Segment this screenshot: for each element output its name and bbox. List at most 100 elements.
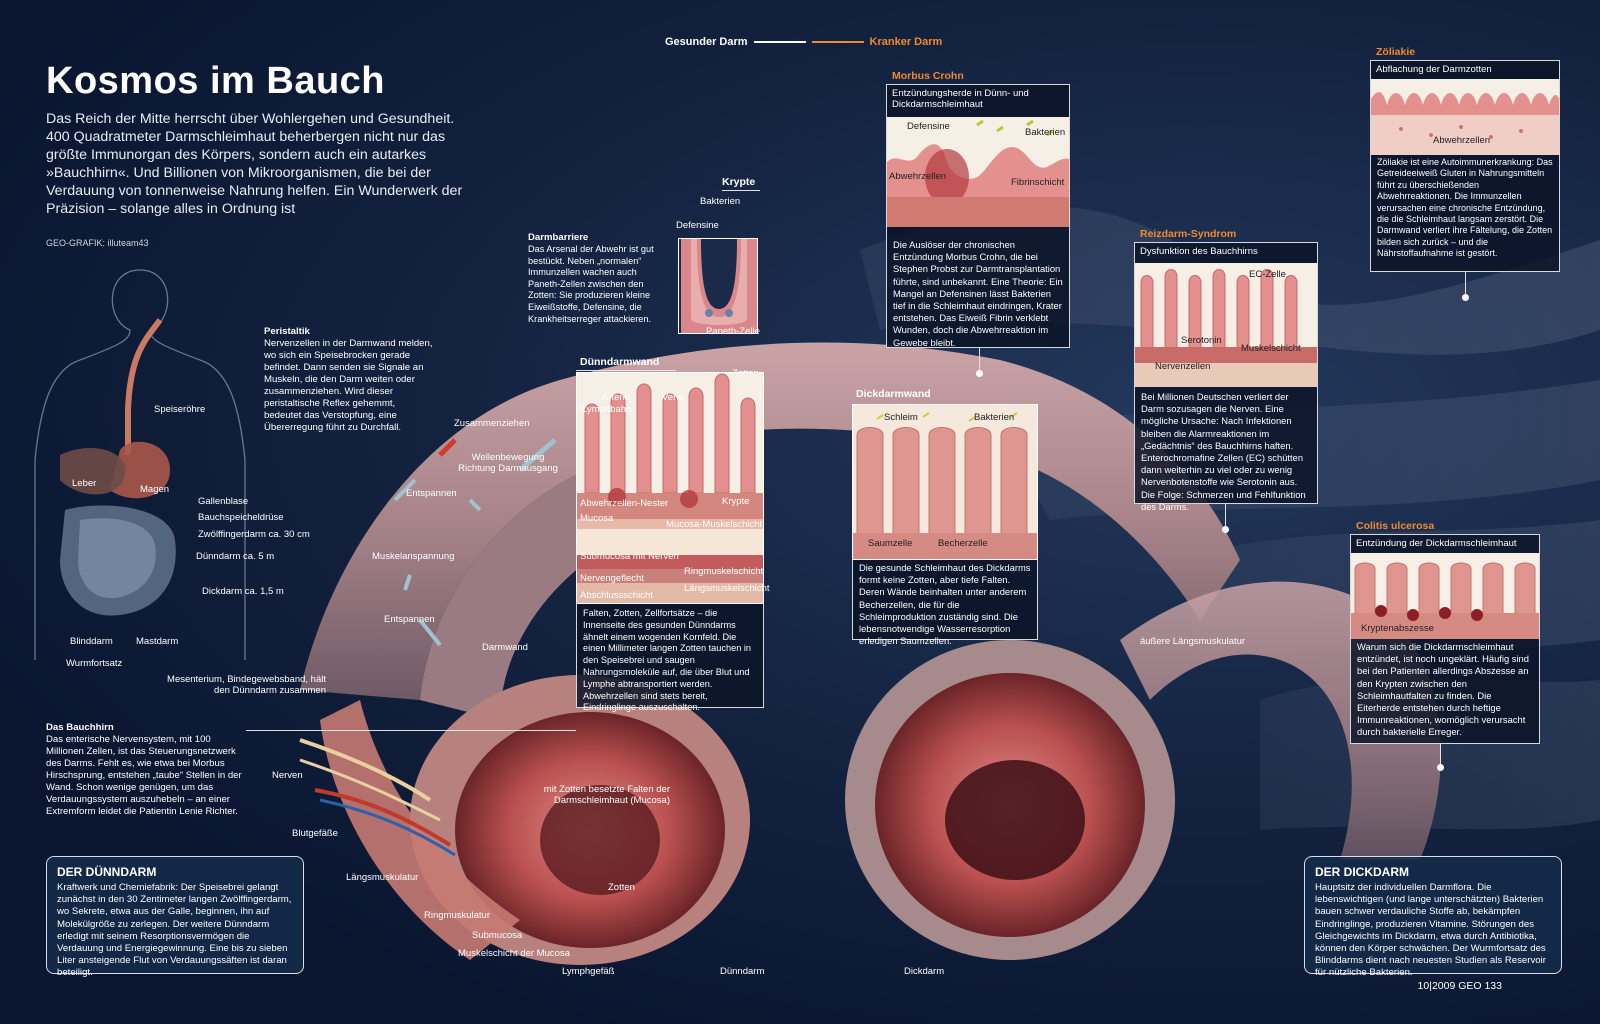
colitis-text: Warum sich die Dickdarmschleimhaut entzü…: [1357, 641, 1529, 738]
reizdarm-label-serotonin: Serotonin: [1181, 335, 1222, 346]
body-outline-illustration: [34, 269, 246, 660]
duenndarmwand-label-laengsmuskel: Längsmuskelschicht: [684, 583, 770, 594]
morbus-crohn-image: [887, 117, 1069, 227]
colitis-image: [1351, 553, 1539, 639]
label-dickdarm: Dickdarm ca. 1,5 m: [202, 586, 284, 597]
colitis-label-krypten: Kryptenabszesse: [1361, 623, 1434, 634]
colitis-pointer-dot: [1437, 764, 1444, 771]
page-title: Kosmos im Bauch: [46, 60, 386, 102]
duenndarmwand-label-lymphbahn: Lymphbahn: [582, 404, 632, 415]
zoeliakie-panel: Abflachung der Darmzotten Abwehrzellen Z…: [1370, 60, 1560, 272]
label-muskelschicht-mucosa: Muskelschicht der Mucosa: [458, 948, 570, 959]
label-wurmfortsatz: Wurmfortsatz: [66, 658, 123, 669]
colitis-sub: Entzündung der Dickdarmschleimhaut: [1356, 538, 1517, 549]
darmbarriere-heading: Darmbarriere: [528, 232, 589, 243]
duenndarmwand-label-nervengeflecht: Nervengeflecht: [580, 573, 644, 584]
legend-healthy-label: Gesunder Darm: [665, 36, 748, 48]
morbus-crohn-heading: Morbus Crohn: [892, 70, 964, 82]
duenndarmwand-label-vene: Vene: [662, 392, 684, 403]
reizdarm-panel: Dysfunktion des Bauchhirns EC-Zelle Sero…: [1134, 242, 1318, 512]
label-nerven: Nerven: [272, 770, 303, 781]
colitis-heading: Colitis ulcerosa: [1356, 520, 1435, 532]
label-laengsmuskulatur: Längsmuskulatur: [346, 872, 419, 883]
duenndarmwand-label-mucosa-muskel: Mucosa-Muskelschicht: [666, 519, 763, 530]
duenndarmwand-image: [576, 372, 764, 604]
dickdarmwand-image: [852, 404, 1038, 560]
krypte-image: [678, 238, 758, 334]
label-bauchspeicheldruese: Bauchspeicheldrüse: [198, 512, 284, 523]
morbus-crohn-label-defensine: Defensine: [907, 121, 950, 132]
legend-sick-line: [811, 41, 864, 43]
credit: GEO-GRAFIK: illuteam43: [46, 238, 149, 248]
label-dickdarm-section: Dickdarm: [904, 966, 945, 977]
label-mastdarm: Mastdarm: [136, 636, 179, 647]
dickdarmwand-label-saumzelle: Saumzelle: [868, 538, 913, 549]
zoeliakie-text: Zöliakie ist eine Autoimmunerkrankung: D…: [1377, 157, 1553, 259]
krypte-label-bakterien: Bakterien: [700, 196, 741, 207]
duenndarmwand-label-krypte: Krypte: [722, 496, 750, 507]
legend: Gesunder Darm Kranker Darm: [665, 36, 942, 48]
colitis-panel: Entzündung der Dickdarmschleimhaut Krypt…: [1350, 534, 1540, 744]
label-leber: Leber: [72, 478, 97, 489]
duenndarmwand-label-mucosa: Mucosa: [580, 513, 614, 524]
reizdarm-label-nervenzellen: Nervenzellen: [1155, 361, 1211, 372]
duenndarmwand-label-nester: Abwehrzellen-Nester: [580, 498, 669, 509]
label-entspannen-1: Entspannen: [406, 488, 457, 499]
morbus-crohn-panel: Entzündungsherde in Dünn- und Dickdarmsc…: [886, 84, 1070, 348]
label-zusammenziehen: Zusammenziehen: [454, 418, 530, 429]
duenndarm-info-box: DER DÜNNDARM Kraftwerk und Chemiefabrik:…: [46, 856, 304, 978]
dickdarmwand-label-becherzelle: Becherzelle: [938, 538, 988, 549]
dickdarmwand-label-bakterien: Bakterien: [974, 412, 1015, 423]
duenndarmwand-heading-line: [576, 370, 676, 371]
dickdarmwand-text-panel: Die gesunde Schleimhaut des Dickdarms fo…: [852, 560, 1038, 646]
label-magen: Magen: [140, 484, 170, 495]
duenndarmwand-label-abschluss: Abschlussschicht: [580, 590, 653, 601]
colitis-pointer-line: [1440, 744, 1441, 766]
label-submucosa: Submucosa: [472, 930, 523, 941]
zoeliakie-pointer-line: [1465, 272, 1466, 296]
label-zotten: Zotten: [608, 882, 635, 893]
duenndarmwand-label-submucosa: Submucosa mit Nerven: [580, 551, 679, 562]
dickdarmwand-heading: Dickdarmwand: [856, 388, 931, 400]
morbus-crohn-label-fibrin: Fibrinschicht: [1011, 177, 1065, 188]
dickdarmwand-label-schleim: Schleim: [884, 412, 918, 423]
zoeliakie-image: [1371, 79, 1559, 155]
krypte-heading: Krypte: [722, 176, 756, 188]
intro-text: Das Reich der Mitte herrscht über Wohler…: [46, 111, 463, 217]
bauchhirn-text: Das enterische Nervensystem, mit 100 Mil…: [46, 734, 242, 817]
bauchhirn-block: Das Bauchhirn Das enterische Nervensyste…: [46, 722, 244, 818]
label-duenndarm-section: Dünndarm: [720, 966, 765, 977]
reizdarm-pointer-dot: [1222, 526, 1229, 533]
morbus-crohn-pointer-line: [979, 348, 980, 370]
morbus-crohn-sub: Entzündungsherde in Dünn- und Dickdarmsc…: [892, 88, 1029, 110]
label-mesenterium: Mesenterium, Bindegewebsband, hält den D…: [167, 674, 326, 696]
label-falten: mit Zotten besetzte Falten der Darmschle…: [543, 784, 670, 806]
reizdarm-label-muskelschicht: Muskelschicht: [1241, 343, 1301, 354]
label-speiseroehre: Speiseröhre: [154, 404, 206, 415]
zoeliakie-label-abwehrzellen: Abwehrzellen: [1433, 135, 1491, 146]
duenndarmwand-text-panel: Falten, Zotten, Zellfortsätze – die Inne…: [576, 604, 764, 712]
label-wellenbewegung: Wellenbewegung Richtung Darmausgang: [458, 452, 558, 474]
duenndarmwand-label-ringmuskel: Ringmuskelschicht: [684, 566, 764, 577]
peristaltik-heading: Peristaltik: [264, 326, 310, 337]
krypte-heading-line: [722, 190, 760, 191]
legend-sick-label: Kranker Darm: [869, 36, 943, 48]
reizdarm-image: [1135, 263, 1317, 387]
darmbarriere-text: Das Arsenal der Abwehr ist gut bestückt.…: [528, 244, 654, 324]
label-darmwand: Darmwand: [482, 642, 528, 653]
label-blutgefaesse: Blutgefäße: [292, 828, 338, 839]
label-blinddarm: Blinddarm: [70, 636, 113, 647]
dickdarm-info-box: DER DICKDARM Hauptsitz der individuellen…: [1304, 856, 1562, 978]
zoeliakie-sub: Abflachung der Darmzotten: [1376, 64, 1492, 75]
reizdarm-label-ec: EC-Zelle: [1249, 269, 1286, 280]
reizdarm-pointer-line: [1225, 504, 1226, 526]
morbus-crohn-pointer-dot: [976, 370, 983, 377]
label-ringmuskulatur: Ringmuskulatur: [424, 910, 490, 921]
duenndarmwand-label-arterie: Arterie: [602, 392, 630, 403]
krypte-label-defensine: Defensine: [676, 220, 719, 231]
label-entspannen-2: Entspannen: [384, 614, 435, 625]
zoeliakie-heading: Zöliakie: [1376, 46, 1416, 58]
bauchhirn-leader-line: [246, 730, 576, 731]
label-zwoelffingerdarm: Zwölffingerdarm ca. 30 cm: [198, 529, 310, 540]
label-gallenblase: Gallenblase: [198, 496, 249, 507]
